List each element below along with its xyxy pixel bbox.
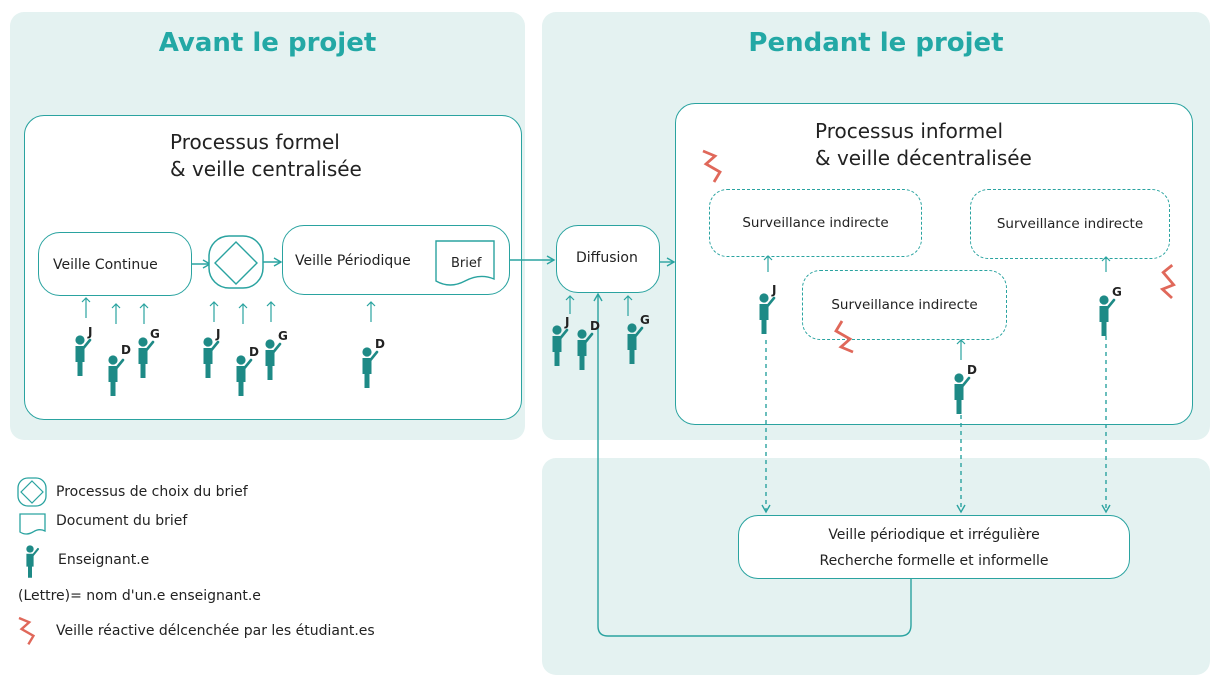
diffusion-label: Diffusion — [576, 250, 638, 266]
teacher-icon — [137, 336, 155, 380]
veille-continue-label: Veille Continue — [53, 257, 158, 273]
informel-title-line1: Processus informel — [815, 119, 1004, 143]
surveillance-label-2: Surveillance indirecte — [831, 297, 978, 313]
teacher-letter: G — [150, 327, 160, 341]
teacher-letter: G — [278, 329, 288, 343]
teacher-letter: J — [771, 283, 776, 297]
informel-title-line2: & veille décentralisée — [815, 146, 1032, 170]
input-arrows — [81, 255, 1111, 360]
panel-pendant-title: Pendant le projet — [748, 28, 1004, 58]
brief-label: Brief — [451, 256, 482, 271]
teacher-icon — [1098, 294, 1116, 338]
bottom-box-line1: Veille périodique et irrégulière — [828, 527, 1040, 543]
surveillance-label-3: Surveillance indirecte — [996, 216, 1144, 232]
legend-choix: Processus de choix du brief — [18, 484, 248, 500]
bottom-box-line2: Recherche formelle et informelle — [819, 553, 1049, 569]
veille-irreguliere-box — [738, 515, 1130, 579]
dashed-arrows — [761, 336, 1111, 514]
teacher-letter: D — [121, 343, 131, 357]
surveillance-box-3: Surveillance indirecte — [970, 189, 1170, 259]
surveillance-label-1: Surveillance indirecte — [742, 215, 889, 231]
teacher-letter: J — [87, 325, 92, 339]
teacher-icon — [107, 354, 125, 398]
teacher-letter: J — [215, 327, 220, 341]
lightning-icon — [701, 149, 722, 184]
legend-choix-label: Processus de choix du brief — [56, 484, 248, 500]
document-icon — [435, 240, 495, 286]
feedback-loop-arrow — [593, 292, 912, 637]
teacher-letter: D — [249, 345, 259, 359]
teacher-letter: G — [640, 313, 650, 327]
teacher-icon — [953, 372, 971, 416]
teacher-letter: G — [1112, 285, 1122, 299]
teacher-letter: J — [564, 315, 569, 329]
legend-lettre: (Lettre)= nom d'un.e enseignant.e — [18, 588, 261, 604]
teacher-letter: D — [590, 319, 600, 333]
legend-lettre-label: (Lettre)= nom d'un.e enseignant.e — [18, 588, 261, 604]
legend-reactive: Veille réactive délcenchée par les étudi… — [18, 623, 375, 639]
teacher-icon — [551, 324, 569, 368]
diamond-icon — [17, 477, 47, 507]
veille-periodique-label: Veille Périodique — [295, 253, 411, 269]
teacher-icon — [74, 334, 92, 378]
legend-document-label: Document du brief — [56, 513, 188, 529]
teacher-icon — [264, 338, 282, 382]
formel-title-line2: & veille centralisée — [170, 157, 362, 181]
panel-avant-title: Avant le projet — [158, 28, 377, 58]
teacher-icon — [202, 336, 220, 380]
teacher-letter: D — [375, 337, 385, 351]
teacher-icon — [626, 322, 644, 366]
legend-enseignant: Enseignant.e — [18, 552, 149, 568]
surveillance-box-1: Surveillance indirecte — [709, 189, 922, 257]
document-icon — [19, 513, 46, 535]
legend-reactive-label: Veille réactive délcenchée par les étudi… — [56, 623, 375, 639]
legend-enseignant-label: Enseignant.e — [58, 552, 150, 568]
lightning-icon — [834, 319, 855, 354]
legend-document: Document du brief — [18, 513, 187, 529]
diamond-icon — [208, 235, 264, 289]
formel-title-line1: Processus formel — [170, 130, 340, 154]
lightning-icon — [1154, 261, 1185, 300]
teacher-icon — [758, 292, 776, 336]
veille-continue-box — [38, 232, 192, 296]
diffusion-box — [556, 225, 660, 293]
teacher-letter: D — [967, 363, 977, 377]
teacher-icon — [235, 354, 253, 398]
teacher-icon — [576, 328, 594, 372]
teacher-icon — [361, 346, 379, 390]
